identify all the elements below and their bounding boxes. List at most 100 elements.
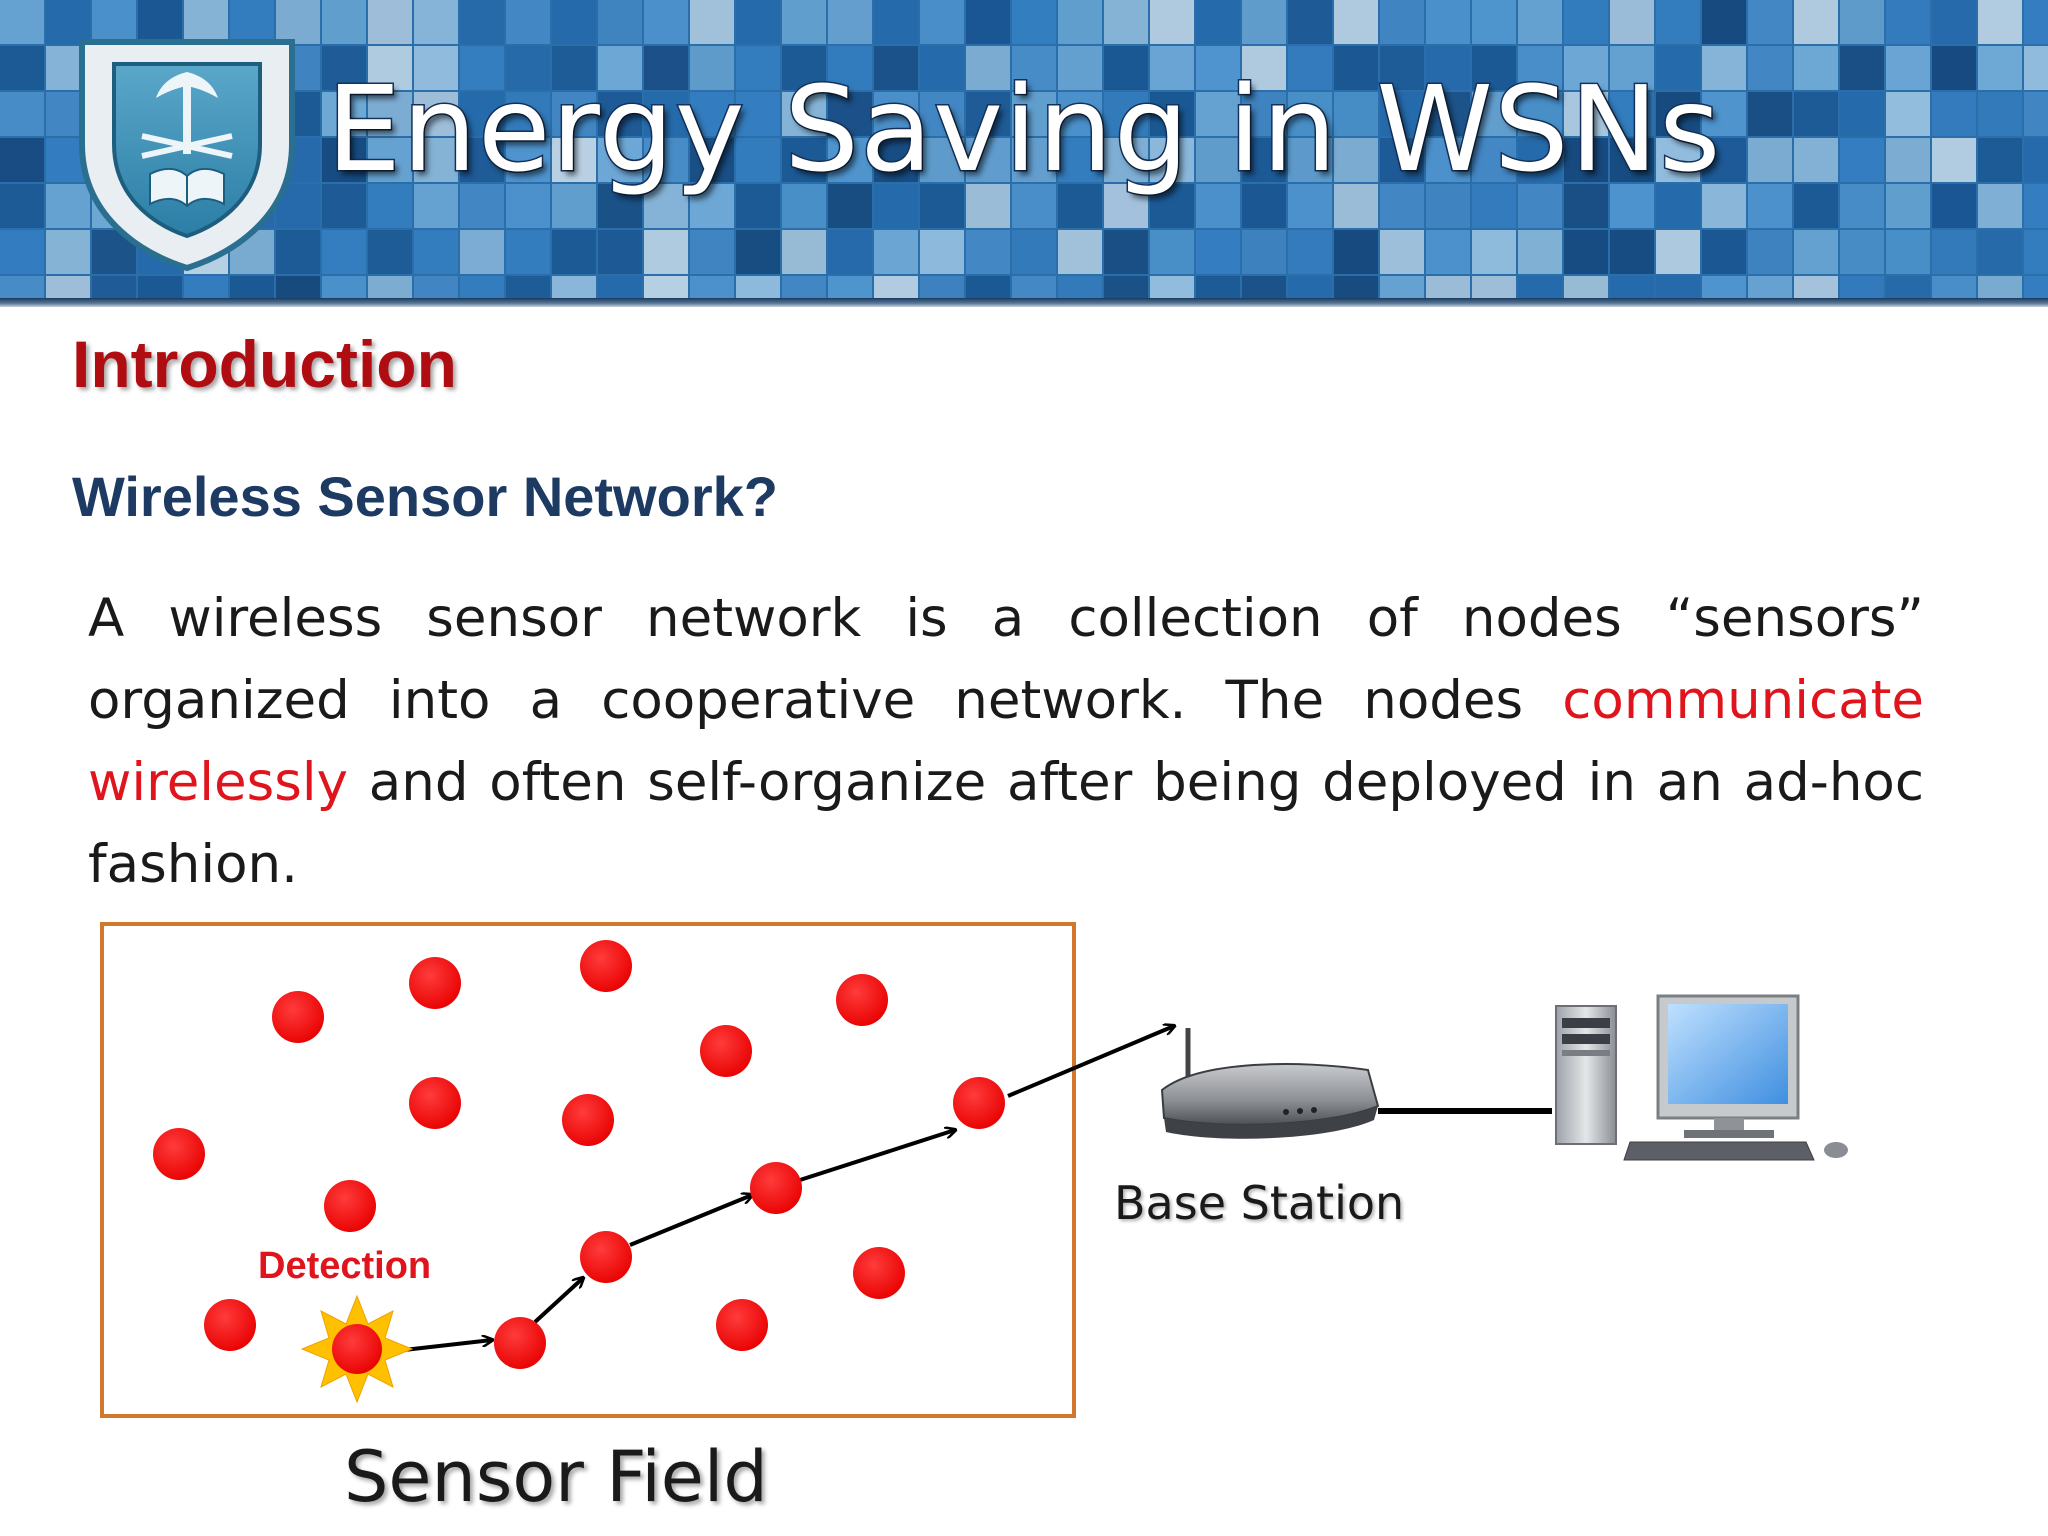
header-tile: [1610, 230, 1654, 274]
header-tile: [1932, 138, 1976, 182]
header-tile: [920, 276, 964, 298]
header-tile: [1518, 138, 1562, 182]
header-tile: [598, 230, 642, 274]
header-tile: [828, 92, 872, 136]
header-tile: [1150, 230, 1194, 274]
header-tile: [506, 0, 550, 44]
header-tile: [1748, 138, 1792, 182]
header-tile: [1978, 138, 2022, 182]
header-tile: [2024, 46, 2048, 90]
header-tile: [1242, 0, 1286, 44]
detection-label: Detection: [258, 1245, 432, 1287]
header-tile: [92, 276, 136, 298]
header-tile: [1196, 230, 1240, 274]
header-tile: [414, 230, 458, 274]
sensor-node: [204, 1299, 256, 1351]
header-tile: [1104, 138, 1148, 182]
header-tile: [230, 276, 274, 298]
header-tile: [552, 138, 596, 182]
header-tile: [1058, 46, 1102, 90]
header-tile: [0, 230, 44, 274]
header-tile: [1840, 230, 1884, 274]
header-tile: [1932, 92, 1976, 136]
header-tile: [736, 92, 780, 136]
header-tile: [1472, 92, 1516, 136]
header-tile: [414, 138, 458, 182]
header-tile: [874, 0, 918, 44]
header-tile: [1288, 184, 1332, 228]
header-tile: [1058, 276, 1102, 298]
paragraph-highlight: communicate wirelessly: [88, 670, 1924, 813]
header-tile: [736, 276, 780, 298]
sensor-node: [750, 1162, 802, 1214]
header-tile: [644, 230, 688, 274]
header-tile: [552, 92, 596, 136]
header-tile: [1288, 276, 1332, 298]
header-tile: [1472, 0, 1516, 44]
header-tile: [1656, 92, 1700, 136]
header-tile: [1886, 276, 1930, 298]
header-tile: [1334, 138, 1378, 182]
header-tile: [414, 276, 458, 298]
header-tile: [690, 276, 734, 298]
sensor-node: [494, 1317, 546, 1369]
header-tile: [0, 138, 44, 182]
header-tile: [920, 46, 964, 90]
header-tile: [1656, 230, 1700, 274]
header-tile: [506, 276, 550, 298]
header-tile: [1058, 0, 1102, 44]
detecting-sensor-node: [332, 1324, 382, 1374]
header-tile: [1334, 46, 1378, 90]
header-tile: [1518, 46, 1562, 90]
body-paragraph: A wireless sensor network is a collectio…: [88, 578, 1924, 906]
header-tile: [230, 0, 274, 44]
header-tile: [1840, 138, 1884, 182]
header-tile: [1932, 46, 1976, 90]
header-tile: [1472, 184, 1516, 228]
header-tile: [598, 276, 642, 298]
sensor-field-box: [100, 922, 1076, 1418]
header-tile: [1150, 0, 1194, 44]
header-tile: [1426, 138, 1470, 182]
header-tile: [552, 230, 596, 274]
header-tile: [1702, 230, 1746, 274]
base-station-router-icon: [1160, 1028, 1380, 1139]
sensor-node: [324, 1180, 376, 1232]
header-tile: [2024, 230, 2048, 274]
base-station-label: Base Station: [1114, 1176, 1405, 1230]
header-tile: [1426, 46, 1470, 90]
header-tile: [1794, 230, 1838, 274]
header-tile: [782, 92, 826, 136]
header-tile: [690, 230, 734, 274]
header-tile: [1058, 92, 1102, 136]
header-tile: [1932, 184, 1976, 228]
sensor-node: [953, 1077, 1005, 1129]
header-tile: [1196, 276, 1240, 298]
header-tile: [1610, 92, 1654, 136]
header-tile: [1886, 138, 1930, 182]
header-tile: [782, 0, 826, 44]
header-tile: [506, 184, 550, 228]
header-tile: [1564, 230, 1608, 274]
header-tile: [1564, 276, 1608, 298]
header-tile: [736, 184, 780, 228]
header-tile: [414, 92, 458, 136]
header-tile: [322, 230, 366, 274]
sensor-node: [272, 991, 324, 1043]
header-tile: [644, 92, 688, 136]
header-tile: [368, 0, 412, 44]
header-tile: [506, 230, 550, 274]
header-tile: [1886, 184, 1930, 228]
header-tile: [1794, 0, 1838, 44]
header-tile: [644, 0, 688, 44]
header-tile: [1932, 230, 1976, 274]
header-tile: [1610, 138, 1654, 182]
paragraph-text-part2: and often self-organize after being depl…: [88, 752, 1924, 895]
header-tile: [1196, 92, 1240, 136]
header-tile: [1380, 138, 1424, 182]
header-tile: [690, 184, 734, 228]
header-tile: [460, 276, 504, 298]
header-tile: [1334, 276, 1378, 298]
header-tile: [782, 184, 826, 228]
header-tile: [322, 184, 366, 228]
